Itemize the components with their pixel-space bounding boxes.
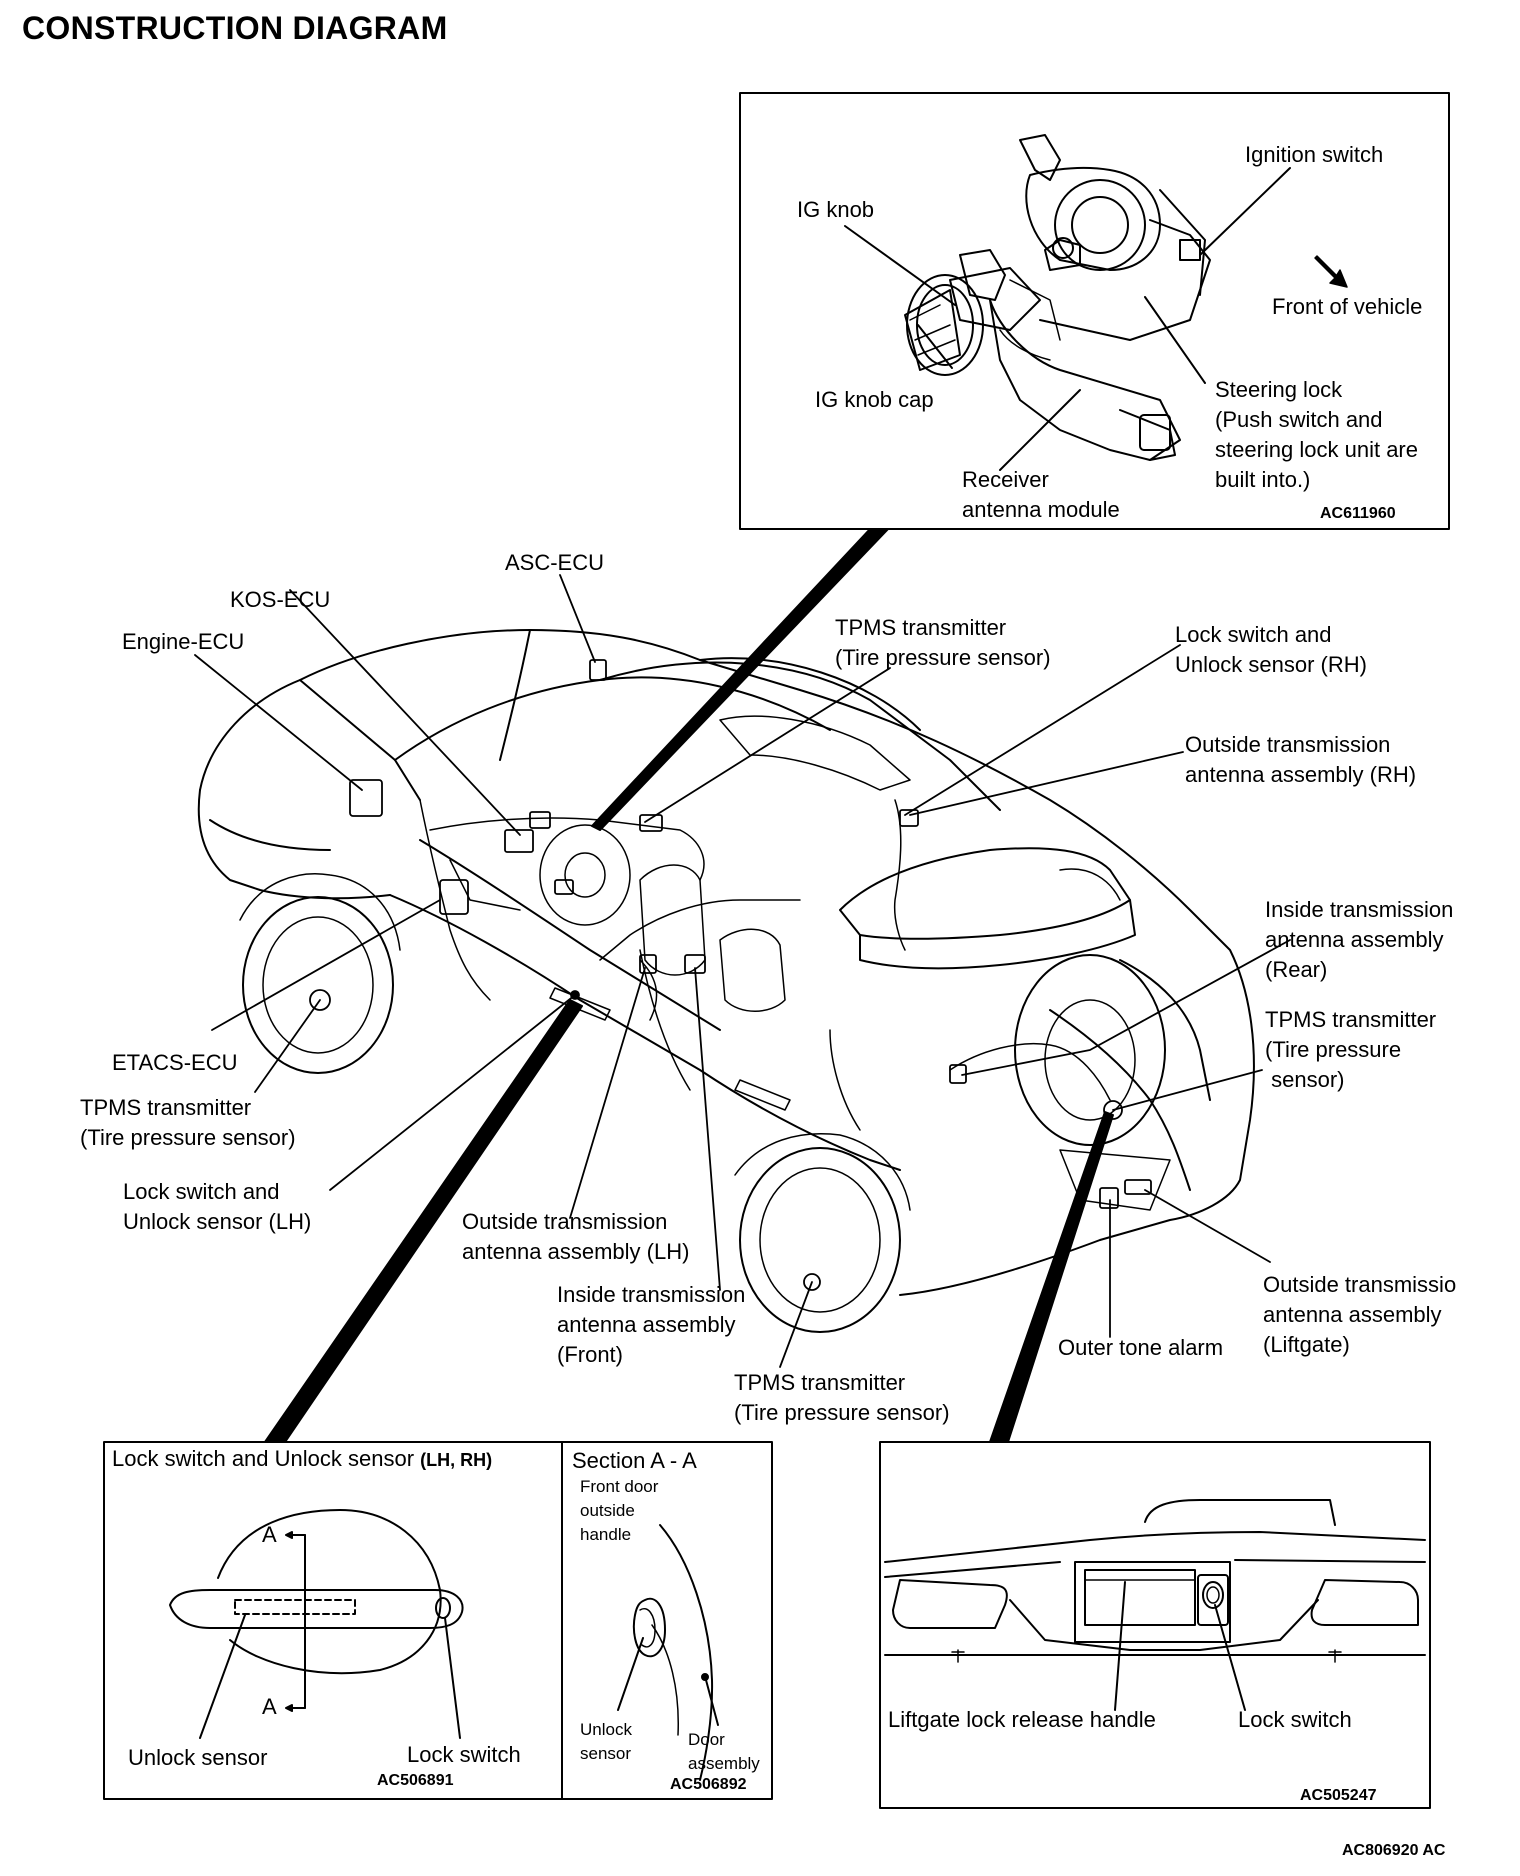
code-ac505247: AC505247	[1300, 1787, 1377, 1804]
front-of-vehicle-arrow	[1314, 255, 1348, 288]
label-tpms-right: TPMS transmitter (Tire pressure sensor)	[1265, 1007, 1437, 1092]
code-ac506891: AC506891	[377, 1772, 454, 1789]
handle-inset-title: Lock switch and Unlock sensor (LH, RH)	[112, 1444, 492, 1475]
label-section-unlock-sensor: Unlock sensor	[580, 1720, 632, 1763]
label-receiver-antenna-module: Receiver antenna module	[962, 467, 1120, 522]
label-door-assembly: Door assembly	[688, 1730, 760, 1773]
page-title: CONSTRUCTION DIAGRAM	[22, 10, 448, 46]
handle-inset-frame	[103, 1441, 773, 1800]
liftgate-inset-frame	[879, 1441, 1431, 1809]
label-lock-switch: Lock switch	[407, 1742, 521, 1767]
section-marker-a-top: A	[262, 1522, 277, 1547]
label-tpms-bottom: TPMS transmitter (Tire pressure sensor)	[734, 1370, 950, 1425]
handle-inset-title-suffix: (LH, RH)	[420, 1450, 493, 1470]
main-leader-lines	[194, 574, 1291, 1368]
handle-inset-title-text: Lock switch and Unlock sensor	[112, 1446, 415, 1471]
vehicle-drawing	[197, 629, 1255, 1333]
label-front-of-vehicle: Front of vehicle	[1272, 294, 1423, 319]
liftgate-callout-pointer	[989, 1111, 1114, 1443]
figure-code: AC806920 AC	[1342, 1842, 1446, 1859]
ignition-callout-pointer	[591, 528, 889, 831]
label-front-door-outside-handle: Front door outside handle	[580, 1477, 659, 1544]
label-ignition-switch: Ignition switch	[1245, 142, 1384, 167]
label-outer-tone-alarm: Outer tone alarm	[1058, 1335, 1224, 1360]
section-aa-drawing	[617, 1524, 719, 1781]
section-marker-a-bottom: A	[262, 1694, 277, 1719]
label-tpms-top: TPMS transmitter (Tire pressure sensor)	[835, 615, 1051, 670]
label-lock-switch-lh: Lock switch and Unlock sensor (LH)	[123, 1179, 312, 1234]
label-liftgate-lock-release-handle: Liftgate lock release handle	[888, 1707, 1156, 1732]
liftgate-drawing	[884, 1499, 1426, 1711]
label-engine-ecu: Engine-ECU	[122, 629, 245, 654]
ignition-inset-frame	[739, 92, 1450, 530]
label-tpms-left: TPMS transmitter (Tire pressure sensor)	[80, 1095, 296, 1150]
label-outside-antenna-rh: Outside transmission antenna assembly (R…	[1185, 732, 1417, 787]
section-aa-title: Section A - A	[572, 1448, 697, 1473]
code-ac506892: AC506892	[670, 1776, 747, 1793]
component-markers	[309, 659, 1152, 1291]
label-steering-lock: Steering lock (Push switch and steering …	[1215, 377, 1418, 492]
label-liftgate-lock-switch: Lock switch	[1238, 1707, 1352, 1732]
label-ig-knob-cap: IG knob cap	[815, 387, 934, 412]
label-lock-switch-rh: Lock switch and Unlock sensor (RH)	[1175, 622, 1367, 677]
label-asc-ecu: ASC-ECU	[505, 550, 605, 575]
label-unlock-sensor: Unlock sensor	[128, 1745, 268, 1770]
label-outside-antenna-liftgate: Outside transmissio antenna assembly (Li…	[1263, 1272, 1457, 1357]
label-outside-antenna-lh: Outside transmission antenna assembly (L…	[462, 1209, 690, 1264]
label-kos-ecu: KOS-ECU	[230, 587, 331, 612]
ignition-switch-drawing	[904, 134, 1211, 461]
door-handle-drawing	[169, 1509, 464, 1739]
label-inside-antenna-front: Inside transmission antenna assembly (Fr…	[557, 1282, 746, 1367]
label-etacs-ecu: ETACS-ECU	[112, 1050, 238, 1075]
label-inside-antenna-rear: Inside transmission antenna assembly (Re…	[1265, 897, 1454, 982]
code-ac611960: AC611960	[1320, 505, 1396, 522]
label-ig-knob: IG knob	[797, 197, 875, 222]
